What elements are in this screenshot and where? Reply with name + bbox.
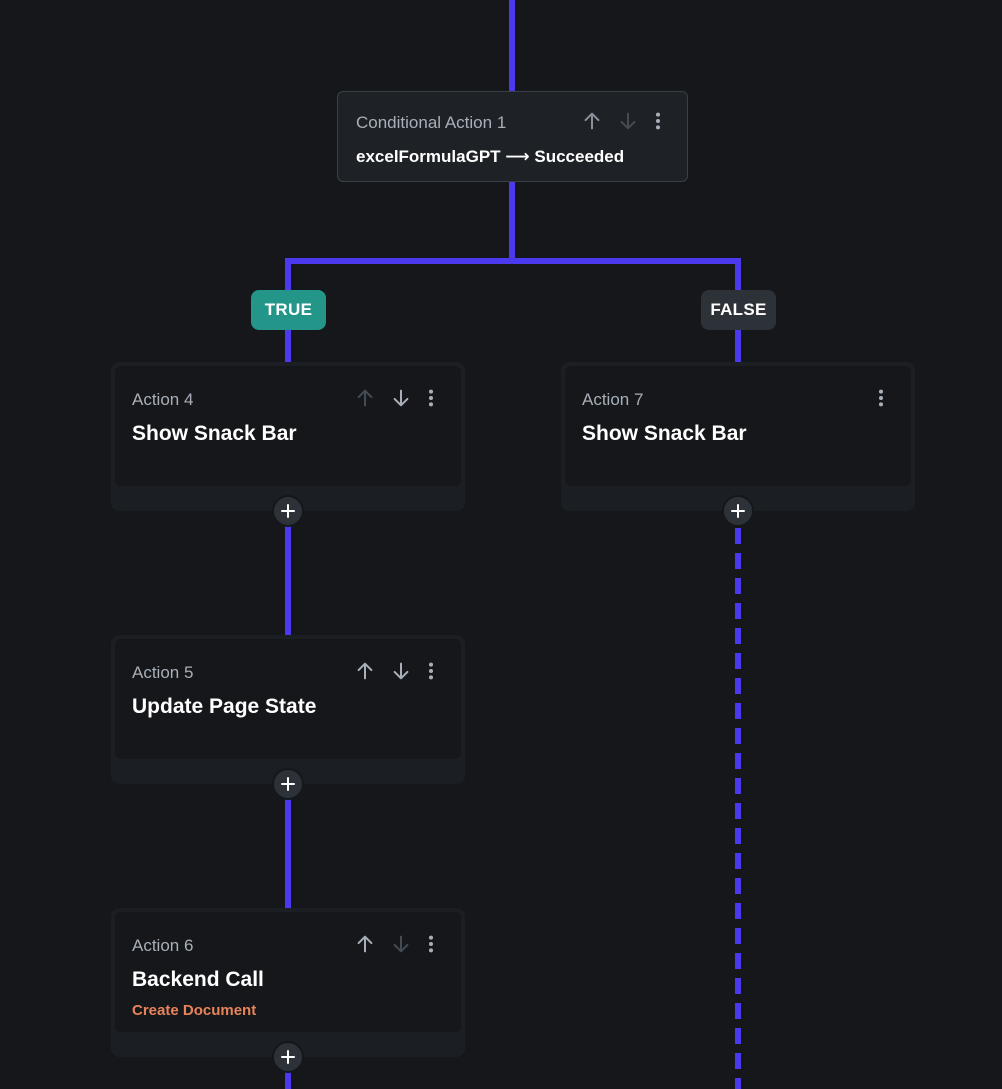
plus-icon	[281, 504, 295, 518]
plus-icon	[281, 777, 295, 791]
conditional-condition: excelFormulaGPT ⟶ Succeeded	[356, 147, 625, 166]
connector-branch-horizontal	[285, 258, 741, 264]
arrow-down-icon[interactable]	[387, 930, 415, 958]
action-7-body: Action 7 Show Snack Bar	[565, 366, 911, 486]
add-action-button[interactable]	[272, 495, 304, 527]
conditional-action-title: Conditional Action 1	[356, 113, 507, 132]
more-vertical-icon[interactable]	[867, 384, 895, 412]
action-label: Action 4	[132, 390, 194, 409]
more-vertical-icon[interactable]	[644, 107, 672, 135]
more-vertical-icon[interactable]	[417, 930, 445, 958]
action-title: Show Snack Bar	[582, 422, 747, 445]
arrow-up-icon[interactable]	[351, 384, 379, 412]
arrow-down-icon[interactable]	[614, 107, 642, 135]
action-subtitle: Create Document	[132, 1002, 257, 1019]
action-4-card[interactable]: Action 4 Show Snack Bar	[111, 362, 465, 511]
add-action-button[interactable]	[722, 495, 754, 527]
connector-action5-to-action6	[285, 799, 291, 909]
plus-icon	[731, 504, 745, 518]
plus-icon	[281, 1050, 295, 1064]
action-4-body: Action 4 Show Snack Bar	[115, 366, 461, 486]
action-6-card[interactable]: Action 6 Backend Call Create Document	[111, 908, 465, 1057]
true-branch-badge: TRUE	[251, 290, 326, 330]
action-7-card[interactable]: Action 7 Show Snack Bar	[561, 362, 915, 511]
add-action-button[interactable]	[272, 1041, 304, 1073]
arrow-up-icon[interactable]	[351, 657, 379, 685]
action-5-body: Action 5 Update Page State	[115, 639, 461, 759]
action-6-body: Action 6 Backend Call Create Document	[115, 912, 461, 1032]
connector-top	[509, 0, 515, 92]
conditional-action-card[interactable]: Conditional Action 1 excelFormulaGPT ⟶ S…	[337, 91, 688, 182]
action-label: Action 6	[132, 936, 194, 955]
false-branch-badge: FALSE	[701, 290, 776, 330]
more-vertical-icon[interactable]	[417, 657, 445, 685]
arrow-up-icon[interactable]	[351, 930, 379, 958]
arrow-up-icon[interactable]	[578, 107, 606, 135]
connector-false-dashed	[735, 528, 741, 1089]
action-5-card[interactable]: Action 5 Update Page State	[111, 635, 465, 784]
connector-action6-down	[285, 1072, 291, 1089]
action-label: Action 5	[132, 663, 194, 682]
action-title: Show Snack Bar	[132, 422, 297, 445]
connector-below-conditional	[509, 182, 515, 262]
more-vertical-icon[interactable]	[417, 384, 445, 412]
arrow-down-icon[interactable]	[387, 657, 415, 685]
connector-action4-to-action5	[285, 526, 291, 636]
action-label: Action 7	[582, 390, 644, 409]
add-action-button[interactable]	[272, 768, 304, 800]
action-title: Backend Call	[132, 968, 264, 991]
arrow-down-icon[interactable]	[387, 384, 415, 412]
action-title: Update Page State	[132, 695, 317, 718]
